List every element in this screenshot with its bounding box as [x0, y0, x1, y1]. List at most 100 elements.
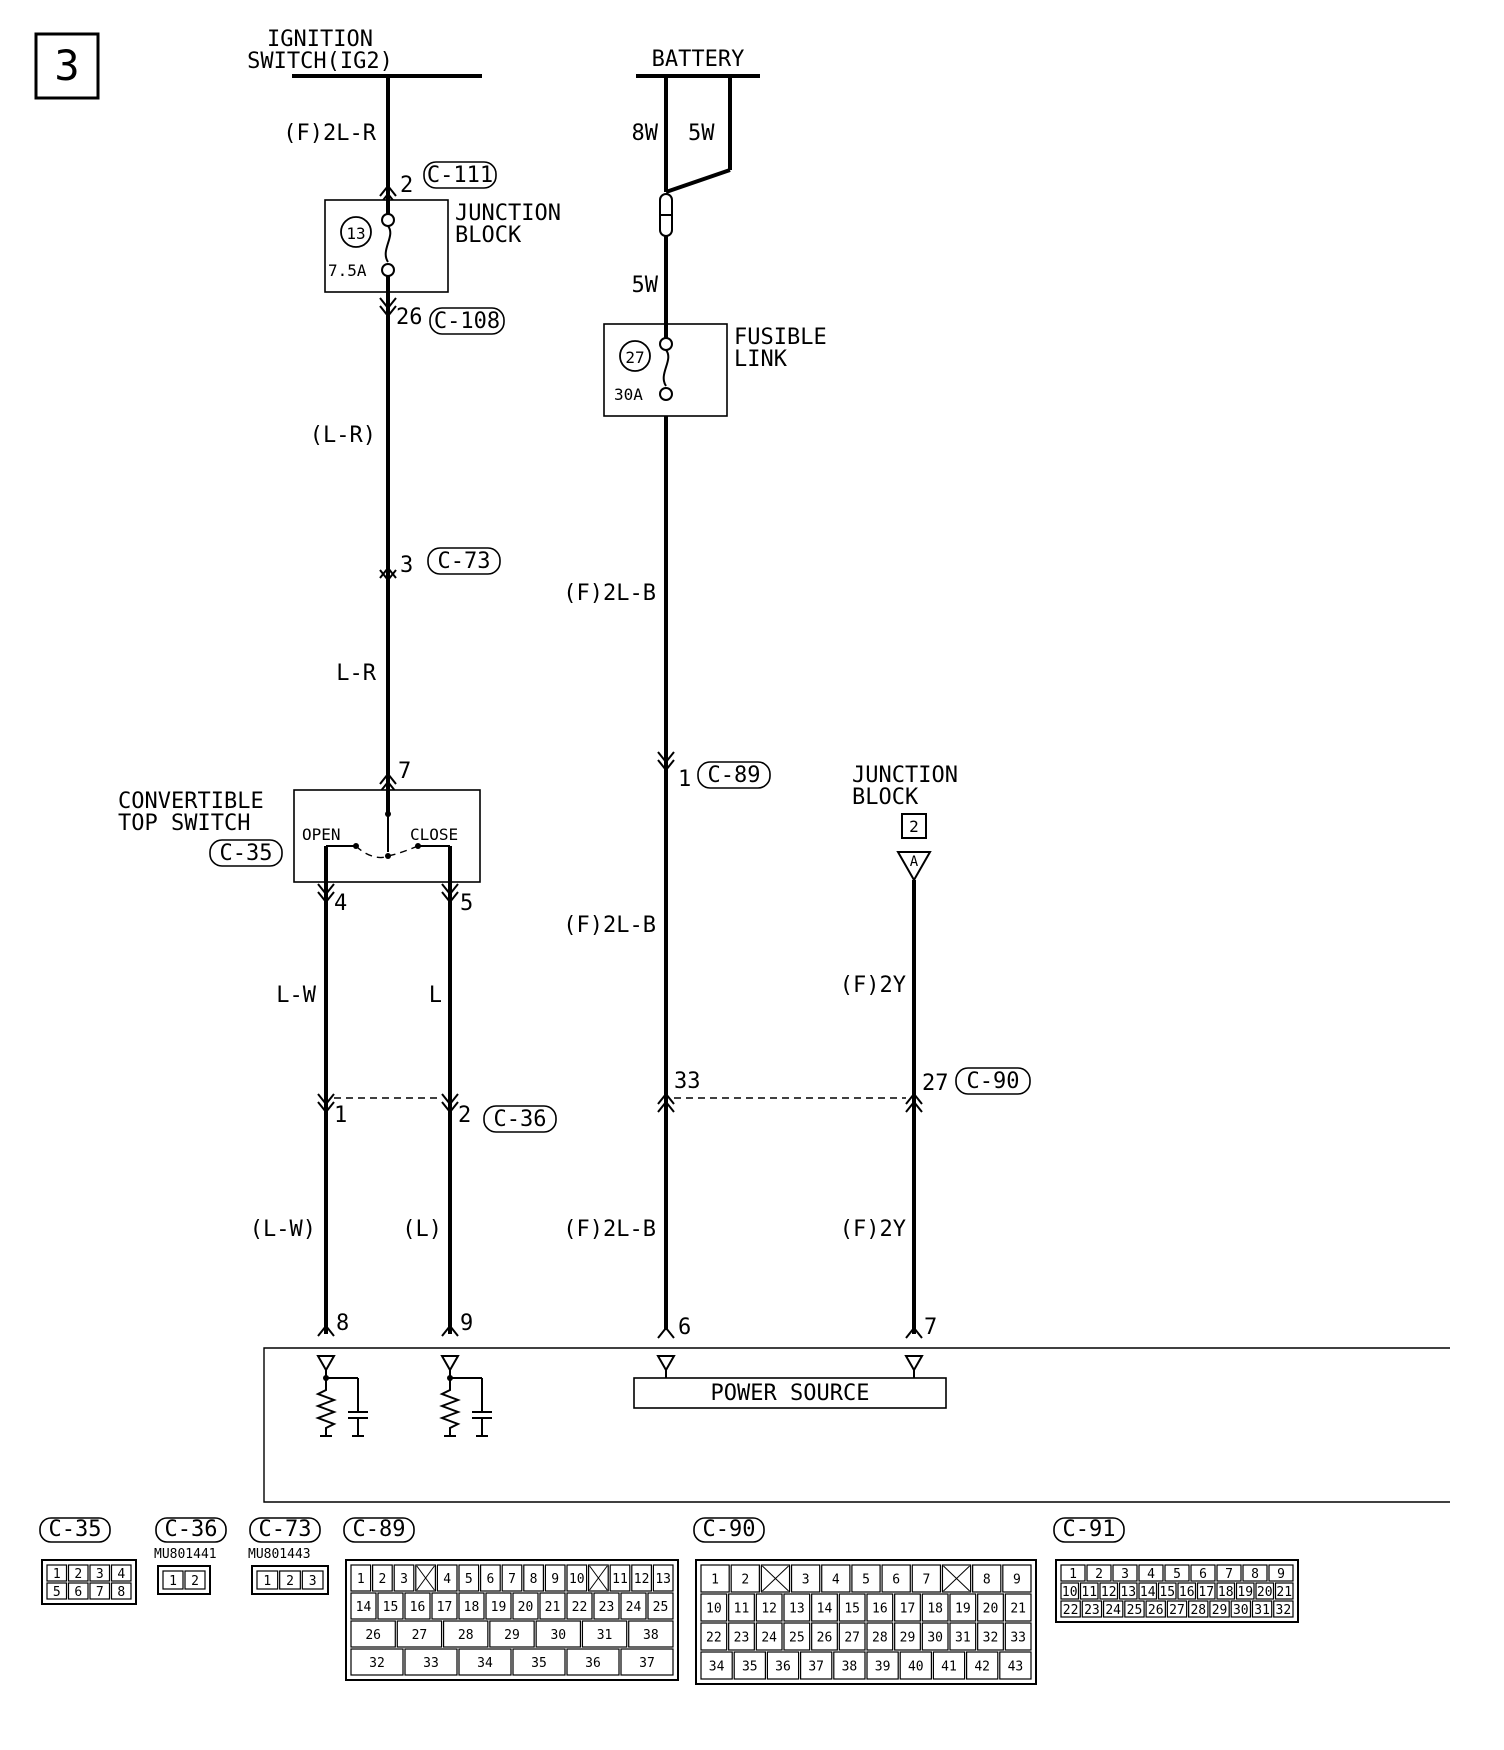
wire-label-lw-lower: (L-W) — [250, 1217, 316, 1242]
connector-pin-label: 5 — [53, 1585, 61, 1600]
ignition-label-1: IGNITION — [267, 27, 373, 52]
connector-pin-label: 38 — [643, 1628, 659, 1643]
connector-pin-label: 14 — [817, 1602, 833, 1617]
connector-pin-label: 37 — [639, 1656, 655, 1671]
power-source-box — [633, 1377, 947, 1409]
connector-pin-label: 4 — [117, 1567, 125, 1582]
connector-pin-label: 12 — [761, 1602, 777, 1617]
connector-pin-label: 22 — [1063, 1603, 1079, 1618]
connector-pin-label: 35 — [531, 1656, 547, 1671]
connector-pin-label: 3 — [96, 1567, 104, 1582]
wire-label-lw-upper: L-W — [276, 983, 316, 1008]
connector-pin-label: 21 — [1010, 1602, 1026, 1617]
c90-pin-33: 33 — [674, 1069, 701, 1094]
connector-pin-label: 28 — [1190, 1603, 1206, 1618]
connector-pin-label: 26 — [817, 1631, 833, 1646]
wire-label-5w-low: 5W — [632, 273, 659, 298]
fusible-link-label-1: FUSIBLE — [734, 325, 827, 350]
connector-pin-label: 23 — [734, 1631, 750, 1646]
connector-pin-label: 15 — [383, 1600, 399, 1615]
connector-pin-label: 31 — [1254, 1603, 1270, 1618]
switch-label-2: TOP SWITCH — [118, 811, 250, 836]
connector-pin-label: 6 — [892, 1573, 900, 1588]
wire-label-2lb-b: (F)2L-B — [563, 913, 656, 938]
connector-pin-label: 18 — [927, 1602, 943, 1617]
connector-c73: 3 C-73 — [379, 547, 501, 582]
connector-pin-label: 27 — [412, 1628, 428, 1643]
connector-c90: 33 27 C-90 — [657, 1067, 1031, 1113]
ecu-pin-6: 6 — [678, 1315, 691, 1340]
connector-pin-label: 10 — [569, 1572, 585, 1587]
wire-label-2lb-a: (F)2L-B — [563, 581, 656, 606]
connector-view-title: C-73 — [259, 1517, 312, 1542]
connector-pin-label: 14 — [356, 1600, 372, 1615]
junction-block-fuse-13: 13 7.5A — [324, 199, 449, 293]
c111-pin: 2 — [400, 173, 413, 198]
connector-pin-label: 16 — [410, 1600, 426, 1615]
battery-source: BATTERY — [636, 47, 760, 1330]
fusible-link-number: 27 — [625, 348, 644, 367]
jb2-label-1: JUNCTION — [852, 763, 958, 788]
connector-pin-label: 18 — [464, 1600, 480, 1615]
page-number-box: 3 — [34, 32, 100, 100]
connector-pin-label: 25 — [1127, 1603, 1143, 1618]
connector-pin-label: 34 — [477, 1656, 493, 1671]
connector-pin-label: 24 — [626, 1600, 642, 1615]
connector-view-title: C-91 — [1063, 1517, 1116, 1542]
connector-pin-label: 2 — [74, 1567, 82, 1582]
connector-view-title: C-89 — [353, 1517, 406, 1542]
connector-pin-label: 3 — [802, 1573, 810, 1588]
connector-pin-label: 23 — [1084, 1603, 1100, 1618]
connector-pin-label: 1 — [263, 1574, 271, 1589]
c36-pin-2: 2 — [458, 1103, 471, 1128]
connector-pin-label: 4 — [1147, 1567, 1155, 1582]
connector-pin-label: 17 — [900, 1602, 916, 1617]
wire-label-2y-lower: (F)2Y — [840, 1217, 906, 1242]
ecu-input-circuit-8 — [315, 1355, 368, 1437]
connector-pin-label: 1 — [357, 1572, 365, 1587]
connector-pin-label: 5 — [465, 1572, 473, 1587]
fusible-link-rating: 30A — [614, 385, 643, 404]
connector-pin-label: 26 — [365, 1628, 381, 1643]
c111-id: C-111 — [427, 163, 493, 188]
connector-view-title: C-36 — [165, 1517, 218, 1542]
wire-label-8w: 8W — [632, 121, 659, 146]
connector-c111: 2 C-111 — [379, 161, 497, 205]
connector-pin-label: 2 — [741, 1573, 749, 1588]
c36-pin-1: 1 — [334, 1103, 347, 1128]
junction-block-2: 2 A — [896, 813, 932, 1334]
connector-pin-label: 5 — [862, 1573, 870, 1588]
wire-label-l-lower: (L) — [402, 1217, 442, 1242]
connector-pin-label: 3 — [309, 1574, 317, 1589]
switch-connector-pill — [209, 839, 283, 867]
connector-pin-label: 24 — [1105, 1603, 1121, 1618]
ignition-source: IGNITION SWITCH(IG2) — [247, 27, 482, 78]
connector-c36: 1 2 C-36 — [317, 1093, 557, 1133]
connector-pin-label: 43 — [1008, 1660, 1024, 1675]
c90-pin-27: 27 — [922, 1071, 949, 1096]
switch-close-label: CLOSE — [410, 825, 458, 844]
connector-part-number: MU801443 — [248, 1547, 311, 1562]
convertible-top-switch: 7 OPEN CLOSE — [293, 759, 481, 883]
wire-label-2y-upper: (F)2Y — [840, 973, 906, 998]
connector-pin-label: 19 — [1237, 1585, 1253, 1600]
connector-pin-label: 33 — [1010, 1631, 1026, 1646]
connector-pin-label: 21 — [1276, 1585, 1292, 1600]
ecu-inputs: 8 9 6 7 — [317, 1311, 937, 1340]
connector-pin-label: 37 — [808, 1660, 824, 1675]
connector-pin-label: 1 — [711, 1573, 719, 1588]
switch-close-pin: 5 — [460, 891, 473, 916]
c73-id: C-73 — [438, 549, 491, 574]
connector-pin-label: 20 — [1257, 1585, 1273, 1600]
connector-pin-label: 36 — [585, 1656, 601, 1671]
ecu-pin-7: 7 — [924, 1315, 937, 1340]
connector-view-title: C-90 — [703, 1517, 756, 1542]
wire-label-2lb-c: (F)2L-B — [563, 1217, 656, 1242]
connector-pin-label: 19 — [955, 1602, 971, 1617]
wire-label-l-upper: L — [429, 983, 442, 1008]
